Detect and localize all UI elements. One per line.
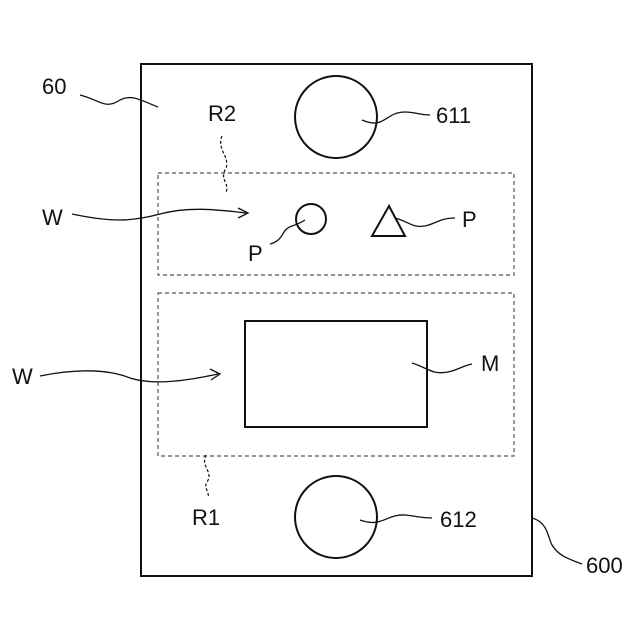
label-device-outer: 600: [586, 553, 623, 578]
label-marker: M: [481, 351, 499, 376]
label-region-lower: R1: [192, 505, 220, 530]
leader-workpiece-lower: [40, 371, 218, 382]
leader-device: [80, 95, 158, 107]
region-lower-dashed: [158, 293, 514, 456]
leader-region-lower: [204, 455, 209, 498]
leader-workpiece-upper: [72, 209, 246, 220]
leader-pattern-triangle: [395, 218, 455, 226]
leader-pattern-circle: [270, 220, 305, 244]
pattern-triangle: [372, 206, 405, 236]
pattern-circle: [296, 204, 326, 234]
leader-marker: [412, 363, 472, 373]
region-upper-dashed: [158, 173, 514, 275]
marker-rectangle: [245, 321, 427, 427]
leader-region-upper: [221, 136, 227, 192]
label-device: 60: [42, 74, 66, 99]
label-workpiece-lower: W: [12, 364, 33, 389]
label-workpiece-upper: W: [42, 205, 63, 230]
label-camera-top: 611: [436, 103, 471, 128]
label-camera-bottom: 612: [440, 507, 477, 532]
camera-top-circle: [295, 76, 377, 158]
leader-camera-top: [362, 112, 430, 123]
leader-device-outer: [532, 518, 582, 564]
camera-bottom-circle: [295, 476, 377, 558]
label-region-upper: R2: [208, 101, 236, 126]
label-pattern-triangle: P: [462, 207, 477, 232]
leader-camera-bottom: [360, 515, 432, 523]
label-pattern-circle: P: [248, 241, 263, 266]
